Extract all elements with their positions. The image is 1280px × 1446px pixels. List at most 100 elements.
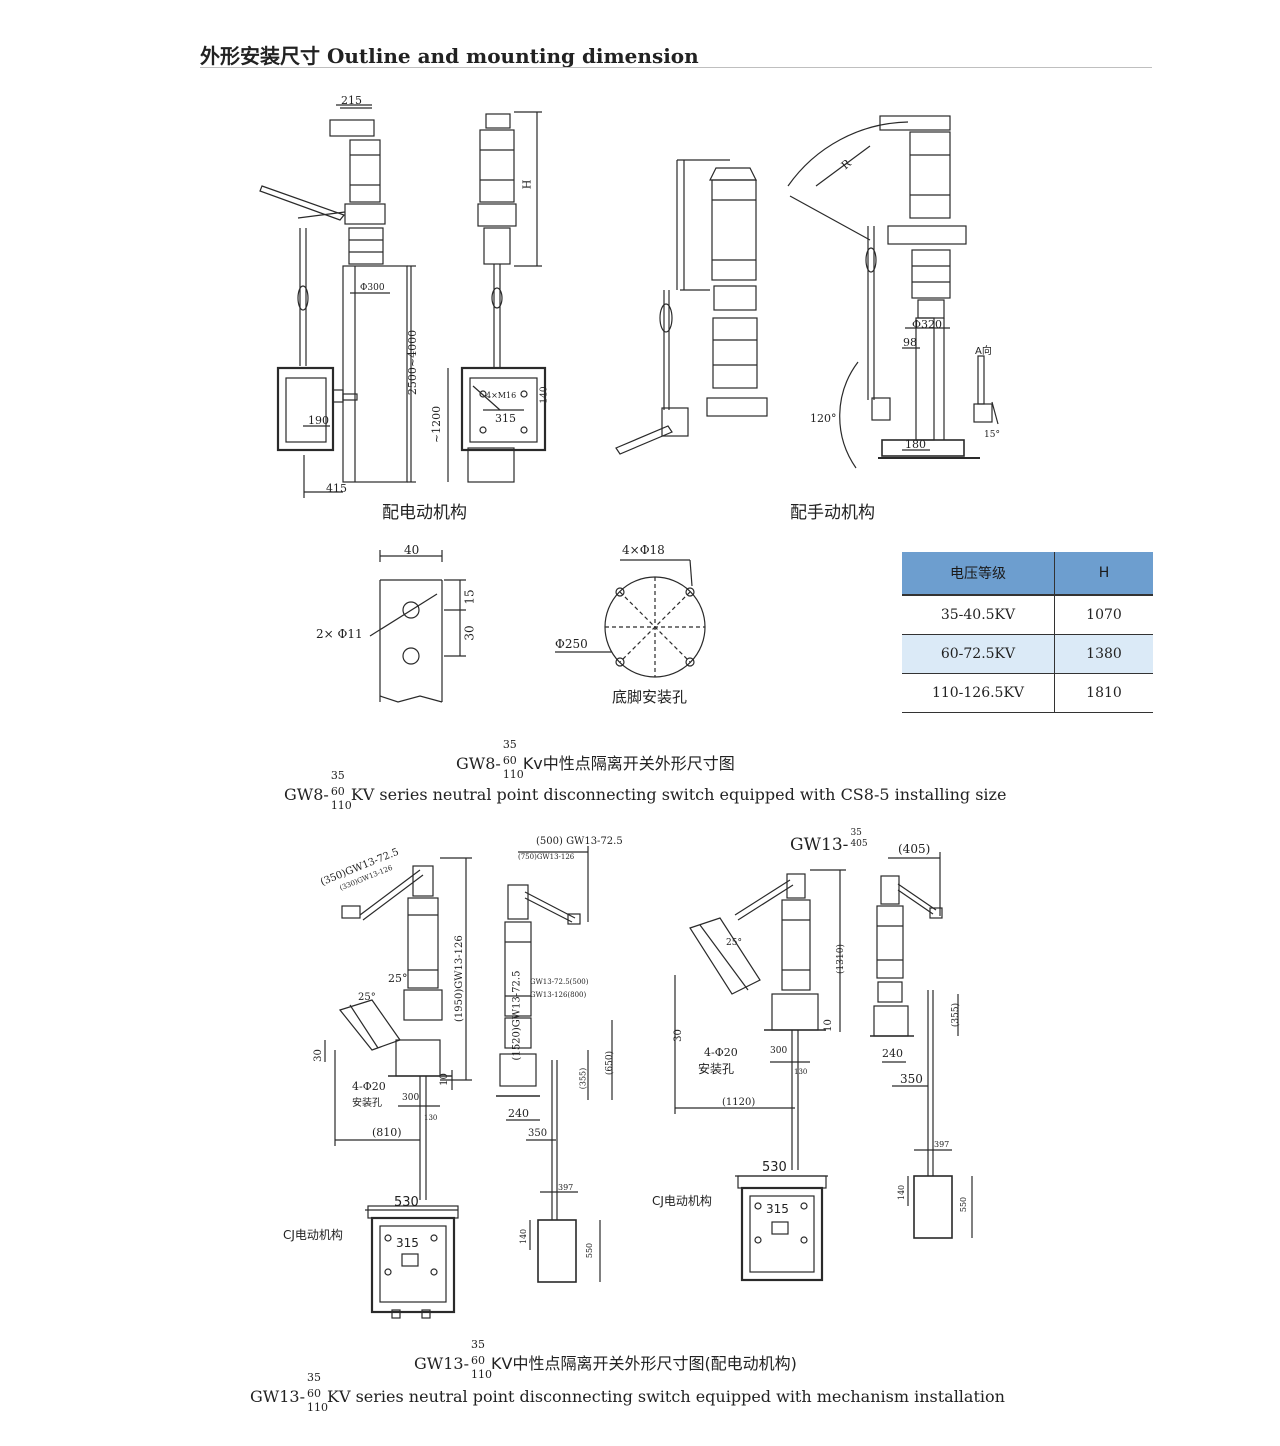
dim-300-left: 300 [402, 1093, 420, 1103]
frac-sup: 35 [330, 769, 345, 782]
gw13-top-prefix: GW13- [790, 835, 849, 855]
cell-voltage: 35-40.5KV [902, 595, 1055, 635]
dim-30-left: 30 [312, 1049, 324, 1062]
holes-label-right: 4-Φ20 [704, 1046, 738, 1059]
frac-mid: 60 [471, 1354, 485, 1367]
dim-H: H [520, 179, 534, 190]
dim-180: 180 [905, 438, 926, 451]
frac-mid: 60 [330, 785, 345, 798]
dim-2500-4000: 2500~4000 [406, 329, 420, 396]
caption-gw8-cn-suffix: Kv中性点隔离开关外形尺寸图 [522, 754, 735, 773]
frac-sup: 35 [850, 828, 862, 838]
table-row: 110-126.5KV 1810 [902, 673, 1153, 713]
gw13-far-right-front-view [870, 852, 973, 1239]
caption-gw13-en-prefix: GW13- [250, 1387, 305, 1406]
table-row: 35-40.5KV 1070 [902, 595, 1153, 635]
caption-gw13-en-suffix: KV series neutral point disconnecting sw… [327, 1387, 1005, 1406]
frac-sup: 35 [471, 1338, 485, 1351]
caption-electric-mechanism: 配电动机构 [382, 503, 467, 523]
caption-gw13-cn-prefix: GW13- [414, 1354, 469, 1373]
dim-10-left: 10 [438, 1073, 450, 1086]
dim-350-right: 350 [900, 1072, 923, 1086]
dim-240-mid: 240 [508, 1107, 529, 1120]
caption-gw8-en-suffix: KV series neutral point disconnecting sw… [350, 785, 1007, 804]
dim-phi320: Φ320 [912, 318, 943, 331]
dim-1120: (1120) [722, 1097, 756, 1108]
dim-30-right: 30 [672, 1029, 684, 1042]
mounting-plate-drawing [369, 550, 466, 703]
dim-355-mid: (355) [578, 1067, 588, 1090]
caption-gw8-en-prefix: GW8- [284, 785, 329, 804]
dim-315-left: 315 [396, 1236, 419, 1250]
gw8-manual-side-view [615, 159, 768, 455]
dim-397-mid: 397 [558, 1183, 574, 1192]
dim-300-right: 300 [770, 1046, 788, 1056]
col-header-H: H [1054, 552, 1153, 596]
holes-label-left: 4-Φ20 [352, 1080, 386, 1093]
dim-215: 215 [341, 94, 362, 107]
dim-315-right: 315 [766, 1202, 789, 1216]
cell-H: 1070 [1054, 595, 1153, 635]
circle-phi-label: Φ250 [555, 637, 588, 651]
caption-gw13-cn-suffix: KV中性点隔离开关外形尺寸图(配电动机构) [491, 1354, 797, 1373]
holes-cn-right: 安装孔 [698, 1062, 735, 1076]
dim-550-right: 550 [959, 1196, 969, 1213]
title-rule [200, 67, 1152, 68]
angle-120: 120° [810, 412, 837, 425]
dim-1200: ~1200 [430, 405, 444, 444]
dim-500-gw13-72: (500) GW13-72.5 [536, 836, 623, 847]
frac-sub: 110 [471, 1368, 492, 1381]
dim-140-right: 140 [897, 1184, 907, 1201]
plate-holes-label: 2× Φ11 [316, 627, 363, 641]
dim-190: 190 [308, 414, 329, 427]
plate-dim-30: 30 [462, 625, 477, 641]
view-A-label: A向 [975, 346, 992, 357]
frac-sub: 110 [307, 1401, 328, 1414]
table-row: 60-72.5KV 1380 [902, 634, 1153, 674]
page-title: 外形安装尺寸 Outline and mounting dimension [200, 44, 699, 68]
plate-dim-40: 40 [404, 543, 420, 557]
holes-cn-left: 安装孔 [352, 1098, 382, 1109]
angle-25-a: 25° [388, 972, 408, 985]
table-header-row: 电压等级 H [902, 552, 1153, 596]
circle-holes-label: 4×Φ18 [622, 543, 665, 557]
angle-15: 15° [984, 430, 1000, 440]
dim-140: 140 [539, 386, 550, 404]
frac-sub: 405 [850, 839, 868, 849]
dim-810: (810) [372, 1126, 402, 1139]
cj-mechanism-right: CJ电动机构 [652, 1194, 712, 1208]
dim-405: (405) [898, 842, 931, 856]
dim-130-left: 130 [424, 1114, 438, 1122]
dim-750-gw13-126: (750)GW13-126 [518, 853, 575, 861]
dim-530-left: 530 [394, 1195, 419, 1210]
caption-manual-mechanism: 配手动机构 [790, 503, 875, 523]
dim-10-right: 10 [822, 1019, 834, 1032]
cell-voltage: 60-72.5KV [902, 634, 1055, 674]
cj-mechanism-left: CJ电动机构 [283, 1228, 343, 1242]
caption-base-holes: 底脚安装孔 [612, 688, 688, 706]
frac-mid: 60 [502, 754, 517, 767]
gw13-middle-front-view [496, 846, 613, 1283]
frac-mid: 60 [307, 1387, 321, 1400]
label-gw13-126-800: GW13-126(800) [530, 991, 587, 999]
dim-650: (650) [605, 1050, 616, 1076]
plate-dim-15: 15 [462, 589, 477, 605]
dim-397-right: 397 [934, 1140, 950, 1149]
dim-140-mid: 140 [519, 1228, 529, 1245]
gw13-left-side-view [324, 857, 472, 1319]
dim-315: 315 [495, 412, 516, 425]
voltage-height-table: 电压等级 H 35-40.5KV 1070 60-72.5KV 1380 110… [902, 552, 1153, 713]
angle-25-b: 25° [358, 992, 376, 1003]
cell-H: 1380 [1054, 634, 1153, 674]
label-gw13-72-500: GW13-72.5(500) [530, 978, 589, 986]
frac-sup: 35 [307, 1371, 321, 1384]
cell-voltage: 110-126.5KV [902, 673, 1055, 713]
frac-sup: 35 [502, 738, 517, 751]
dim-1520-gw13-72: (1520)GW13-72.5 [511, 970, 523, 1061]
